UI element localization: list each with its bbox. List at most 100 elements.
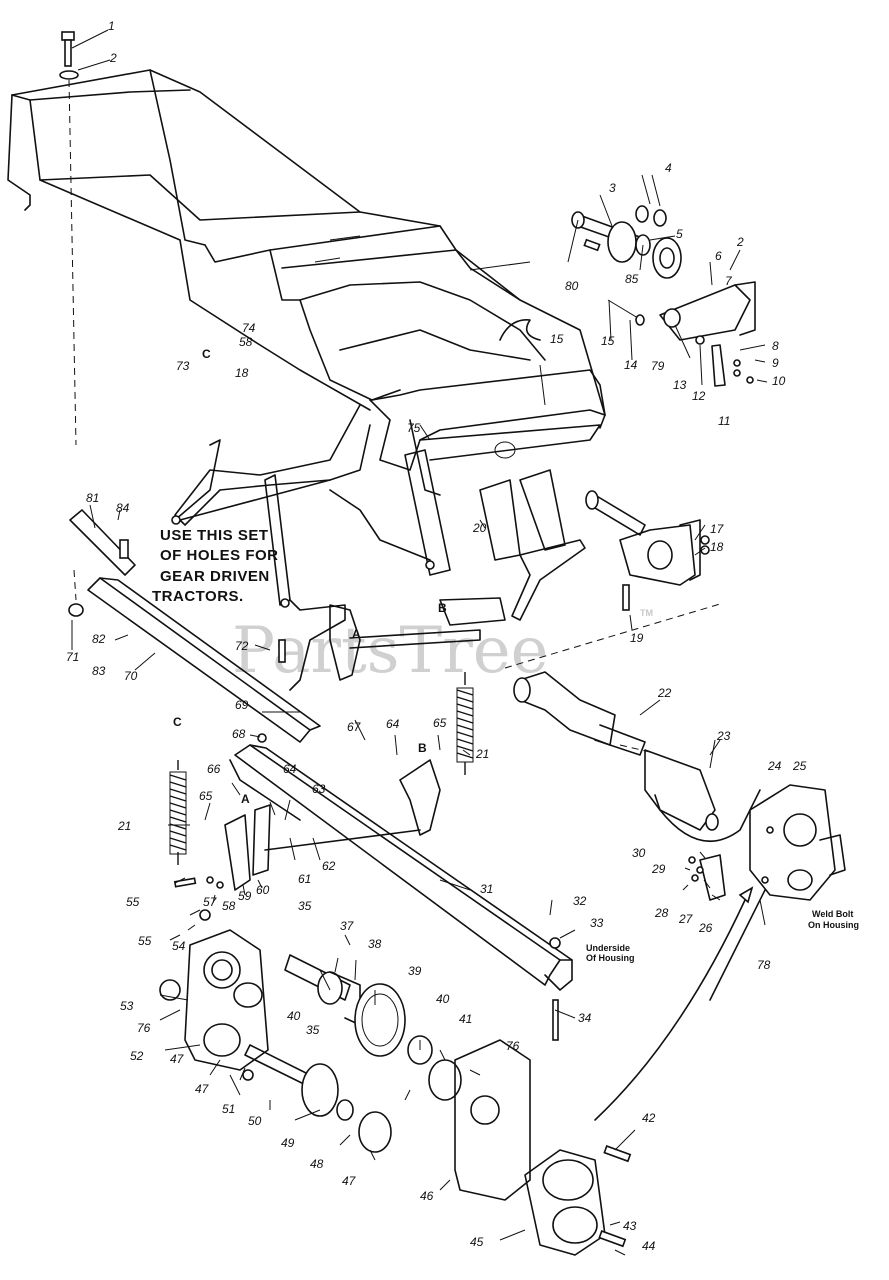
callout-64: 64 bbox=[283, 762, 297, 776]
weld-note-line-2: On Housing bbox=[808, 920, 859, 930]
callout-26: 26 bbox=[698, 921, 713, 935]
callout-83: 83 bbox=[92, 664, 106, 678]
callout-58-top: 58 bbox=[239, 335, 253, 349]
callout-61: 61 bbox=[298, 872, 311, 886]
callout-64-upper: 64 bbox=[386, 717, 400, 731]
callout-15b: 15 bbox=[550, 332, 564, 346]
callout-41: 41 bbox=[459, 1012, 472, 1026]
crossbar-drawing bbox=[68, 509, 573, 1041]
callout-45: 45 bbox=[470, 1235, 484, 1249]
callout-8: 8 bbox=[772, 339, 779, 353]
callout-10: 10 bbox=[772, 374, 786, 388]
callout-19: 19 bbox=[630, 631, 644, 645]
callout-5: 5 bbox=[676, 227, 683, 241]
underside-note-line-1: Underside bbox=[586, 943, 630, 953]
callout-76: 76 bbox=[137, 1021, 151, 1035]
callout-59: 59 bbox=[238, 889, 252, 903]
gears-drawing bbox=[242, 954, 462, 1153]
callout-4: 4 bbox=[665, 161, 672, 175]
note-line-3: GEAR DRIVEN bbox=[160, 568, 270, 585]
callout-6: 6 bbox=[715, 249, 722, 263]
callout-55-upper: 55 bbox=[126, 895, 140, 909]
weld-note-line-1: Weld Bolt bbox=[812, 909, 853, 919]
callout-49: 49 bbox=[281, 1136, 295, 1150]
callout-50: 50 bbox=[248, 1114, 262, 1128]
letter-c-top: C bbox=[202, 347, 211, 361]
callout-65-upper: 65 bbox=[433, 716, 447, 730]
callout-14: 14 bbox=[624, 358, 638, 372]
letter-b-lower: B bbox=[418, 741, 427, 755]
callouts: 1 2 3 4 5 2 6 7 8 9 10 11 12 13 79 14 15… bbox=[66, 19, 807, 1253]
callout-76-right: 76 bbox=[506, 1039, 520, 1053]
callout-63: 63 bbox=[312, 782, 326, 796]
callout-84: 84 bbox=[116, 501, 130, 515]
letter-a-upper: A bbox=[352, 627, 361, 641]
callout-28: 28 bbox=[654, 906, 669, 920]
callout-43: 43 bbox=[623, 1219, 637, 1233]
hitch-gearbox-drawing bbox=[504, 490, 721, 669]
callout-67: 67 bbox=[347, 720, 362, 734]
housing-cover-drawing bbox=[454, 886, 754, 1256]
callout-22: 22 bbox=[657, 686, 672, 700]
callout-60: 60 bbox=[256, 883, 270, 897]
callout-54: 54 bbox=[172, 939, 186, 953]
driveshaft-drawing bbox=[513, 671, 719, 831]
note-line-1: USE THIS SET bbox=[160, 527, 269, 544]
callout-75: 75 bbox=[407, 421, 421, 435]
callout-21-right: 21 bbox=[475, 747, 489, 761]
callout-71: 71 bbox=[66, 650, 79, 664]
callout-25: 25 bbox=[792, 759, 807, 773]
callout-37: 37 bbox=[340, 919, 355, 933]
callout-73: 73 bbox=[176, 359, 190, 373]
gear-housing-left-drawing bbox=[159, 929, 269, 1071]
linkage-drawing bbox=[171, 404, 586, 691]
callout-2: 2 bbox=[109, 51, 117, 65]
spring-right-drawing bbox=[456, 672, 474, 775]
center-dashed-line bbox=[68, 79, 77, 446]
callout-74-top: 74 bbox=[242, 321, 256, 335]
spring-left-drawing bbox=[169, 760, 187, 865]
callout-21-left: 21 bbox=[117, 819, 131, 833]
callout-2b: 2 bbox=[736, 235, 744, 249]
note-line-2: OF HOLES FOR bbox=[160, 547, 279, 564]
callout-15: 15 bbox=[601, 334, 615, 348]
callout-72: 72 bbox=[235, 639, 249, 653]
leader-lines bbox=[71, 29, 768, 1256]
axle-assembly-drawing bbox=[571, 205, 756, 387]
callout-27: 27 bbox=[678, 912, 694, 926]
callout-52: 52 bbox=[130, 1049, 144, 1063]
callout-20: 20 bbox=[472, 521, 487, 535]
callout-47: 47 bbox=[342, 1174, 357, 1188]
letter-a-lower: A bbox=[241, 792, 250, 806]
callout-85: 85 bbox=[625, 272, 639, 286]
callout-9: 9 bbox=[772, 356, 779, 370]
callout-51: 51 bbox=[222, 1102, 235, 1116]
callout-32: 32 bbox=[573, 894, 587, 908]
callout-7: 7 bbox=[725, 274, 733, 288]
callout-58: 58 bbox=[222, 899, 236, 913]
callout-40: 40 bbox=[436, 992, 450, 1006]
callout-44: 44 bbox=[642, 1239, 656, 1253]
callout-12: 12 bbox=[692, 389, 706, 403]
callout-24: 24 bbox=[767, 759, 782, 773]
callout-47-mid: 47 bbox=[195, 1082, 210, 1096]
callout-57: 57 bbox=[203, 895, 218, 909]
callout-62: 62 bbox=[322, 859, 336, 873]
callout-35: 35 bbox=[298, 899, 312, 913]
callout-69: 69 bbox=[235, 698, 249, 712]
callout-29: 29 bbox=[651, 862, 666, 876]
callout-34: 34 bbox=[578, 1011, 592, 1025]
gearbox-housing-drawing bbox=[654, 784, 846, 1001]
callout-3: 3 bbox=[609, 181, 616, 195]
callout-80: 80 bbox=[565, 279, 579, 293]
callout-40-lower: 40 bbox=[287, 1009, 301, 1023]
callout-23: 23 bbox=[716, 729, 731, 743]
callout-65: 65 bbox=[199, 789, 213, 803]
callout-81: 81 bbox=[86, 491, 99, 505]
callout-47-upper: 47 bbox=[170, 1052, 185, 1066]
callout-17: 17 bbox=[710, 522, 725, 536]
main-frame-drawing bbox=[7, 69, 606, 471]
bolt-1-drawing bbox=[59, 31, 79, 80]
callout-35-lower: 35 bbox=[306, 1023, 320, 1037]
